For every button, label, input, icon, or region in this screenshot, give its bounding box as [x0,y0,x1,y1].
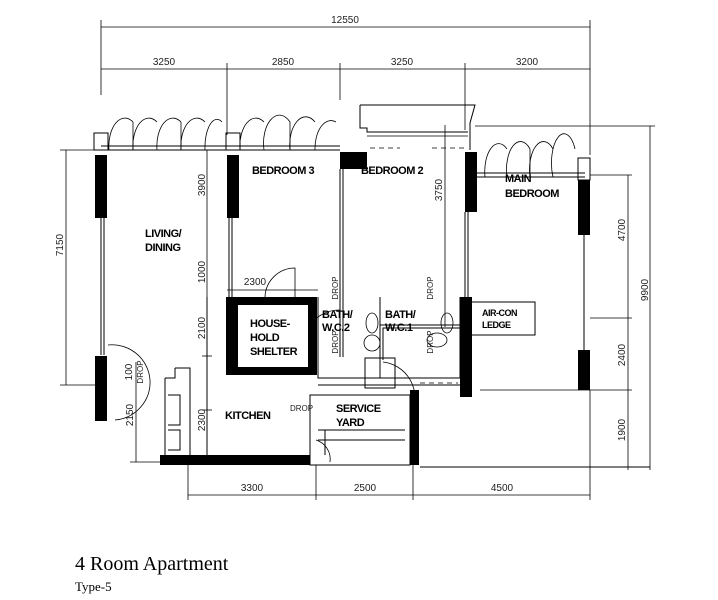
dimension-top-segments: 3250 2850 3250 3200 [101,57,590,135]
dimension-label: 3900 [197,173,208,196]
dimension-inner: 3900 1000 2100 2300 3750 2300 [197,125,446,431]
dimension-left: 7150 2150 100 DROP [55,149,160,463]
room-aircon-ledge: AIR-CON [482,308,517,318]
room-main-bedroom: MAIN [505,173,532,185]
drop-label: DROP [331,276,340,299]
room-bedroom-2: BEDROOM 2 [361,165,424,177]
drop-label: DROP [426,276,435,299]
room-service-yard: SERVICE [336,403,381,415]
dimension-label: 2500 [354,483,377,494]
room-living-dining: DINING [145,242,181,254]
dimension-top-overall: 12550 [100,15,591,155]
drop-label: DROP [136,360,145,383]
dimension-label: 1000 [197,260,208,283]
dimension-label: 3750 [434,178,445,201]
dimension-label: 12550 [331,15,359,26]
dimension-right: 4700 2400 1900 9900 [475,125,655,470]
dimension-label: 4500 [491,483,514,494]
room-bath-1: W.C.1 [385,322,413,334]
walls [93,132,650,468]
room-service-yard: YARD [336,417,365,429]
plan-type: Type-5 [75,579,112,594]
room-living-dining: LIVING/ [145,228,182,240]
dimension-label: 3250 [391,57,414,68]
dimension-label: 100 [124,363,135,380]
dimension-label: 2400 [617,343,628,366]
room-household-shelter: HOUSE- [250,318,291,330]
room-bath-2: W.C.2 [322,322,350,334]
window-casements [101,114,585,178]
dimension-label: 2300 [244,277,267,288]
drop-label: DROP [290,404,313,413]
dimension-label: 3300 [241,483,264,494]
dimension-label: 3250 [153,57,176,68]
room-household-shelter: HOLD [250,332,280,344]
dimension-label: 3200 [516,57,539,68]
dimension-label: 7150 [55,233,66,256]
dimension-label: 4700 [617,218,628,241]
drop-labels: DROP DROP DROP DROP DROP [290,276,435,413]
dimension-label: 2300 [197,408,208,431]
dimension-label: 9900 [640,278,651,301]
dimension-label: 2100 [197,316,208,339]
room-household-shelter: SHELTER [250,346,298,358]
drop-label: DROP [331,330,340,353]
room-bedroom-3: BEDROOM 3 [252,165,315,177]
room-main-bedroom: BEDROOM [505,188,559,200]
room-bath-1: BATH/ [385,309,416,321]
dimension-label: 1900 [617,418,628,441]
room-kitchen: KITCHEN [225,410,271,422]
dimension-label: 2150 [125,403,136,426]
room-aircon-ledge: LEDGE [482,320,511,330]
drop-label: DROP [426,330,435,353]
room-bath-2: BATH/ [322,309,353,321]
room-labels: BEDROOM 3 BEDROOM 2 MAIN BEDROOM LIVING/… [145,165,560,429]
dimension-label: 2850 [272,57,295,68]
dimension-bottom: 3300 2500 4500 [187,390,591,500]
plan-title: 4 Room Apartment [75,553,229,575]
bedroom2-bay [359,104,476,150]
